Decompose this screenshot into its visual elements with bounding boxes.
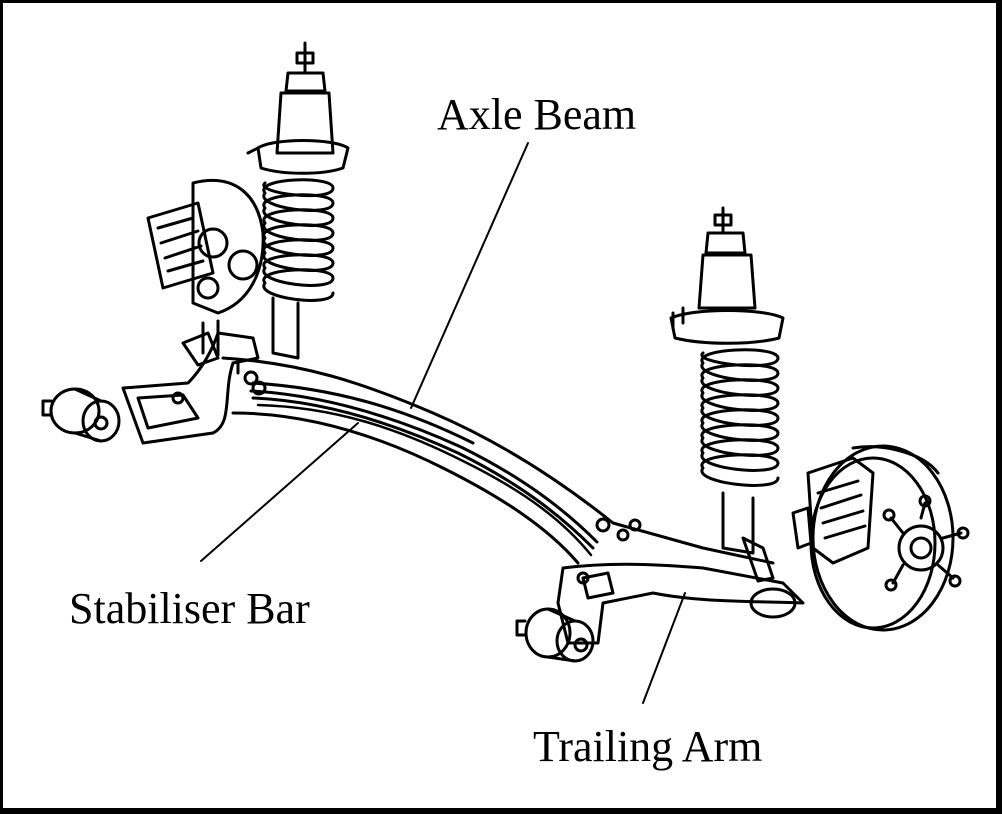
suspension-drawing — [41, 41, 970, 704]
leader-stabiliser-bar — [200, 422, 359, 562]
leader-axle-beam — [410, 142, 529, 409]
right-strut — [669, 206, 785, 583]
right-mount-bolts — [595, 517, 642, 542]
left-strut — [246, 41, 350, 360]
label-stabiliser-bar: Stabiliser Bar — [69, 584, 310, 633]
leader-trailing-arm — [642, 592, 686, 704]
left-trailing-arm — [41, 331, 260, 445]
axle-beam — [221, 356, 775, 565]
right-trailing-arm — [515, 562, 805, 663]
stabiliser-bar — [256, 403, 593, 557]
right-brake-hub — [749, 444, 970, 632]
left-mount-bolts — [236, 361, 267, 396]
label-axle-beam: Axle Beam — [437, 90, 637, 139]
left-knuckle-brake — [146, 178, 265, 357]
leader-lines — [200, 142, 686, 704]
label-trailing-arm: Trailing Arm — [533, 722, 763, 771]
